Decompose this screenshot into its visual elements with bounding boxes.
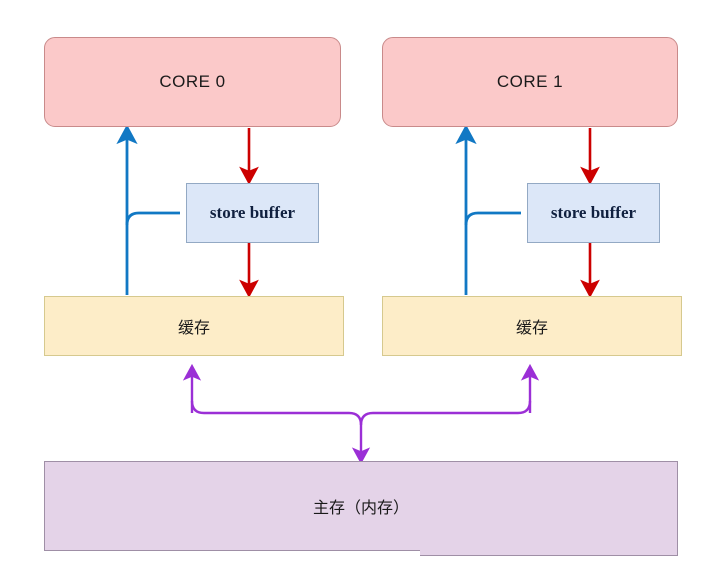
core-0-label: CORE 0 — [159, 72, 226, 91]
main-memory-label: 主存（内存） — [312, 500, 409, 517]
main-memory-box[interactable]: 主存（内存） — [44, 461, 678, 551]
store-buffer-1-box[interactable]: store buffer — [527, 183, 660, 243]
cache-0-box[interactable]: 缓存 — [44, 296, 344, 356]
main-memory-lower-step — [420, 540, 678, 556]
cache-1-label: 缓存 — [515, 320, 548, 337]
store-buffer-0-box[interactable]: store buffer — [186, 183, 319, 243]
core-0-box[interactable]: CORE 0 — [44, 37, 341, 127]
store-buffer-0-label: store buffer — [209, 203, 296, 222]
core-1-label: CORE 1 — [496, 72, 564, 91]
read-arrow-store-buffer0-branch — [125, 211, 180, 226]
memory-bus-horizontal — [190, 400, 532, 426]
core-1-box[interactable]: CORE 1 — [382, 37, 678, 127]
cache-1-box[interactable]: 缓存 — [382, 296, 682, 356]
store-buffer-1-label: store buffer — [550, 203, 637, 222]
read-arrow-store-buffer1-branch — [464, 211, 521, 226]
cache-0-label: 缓存 — [177, 320, 210, 337]
